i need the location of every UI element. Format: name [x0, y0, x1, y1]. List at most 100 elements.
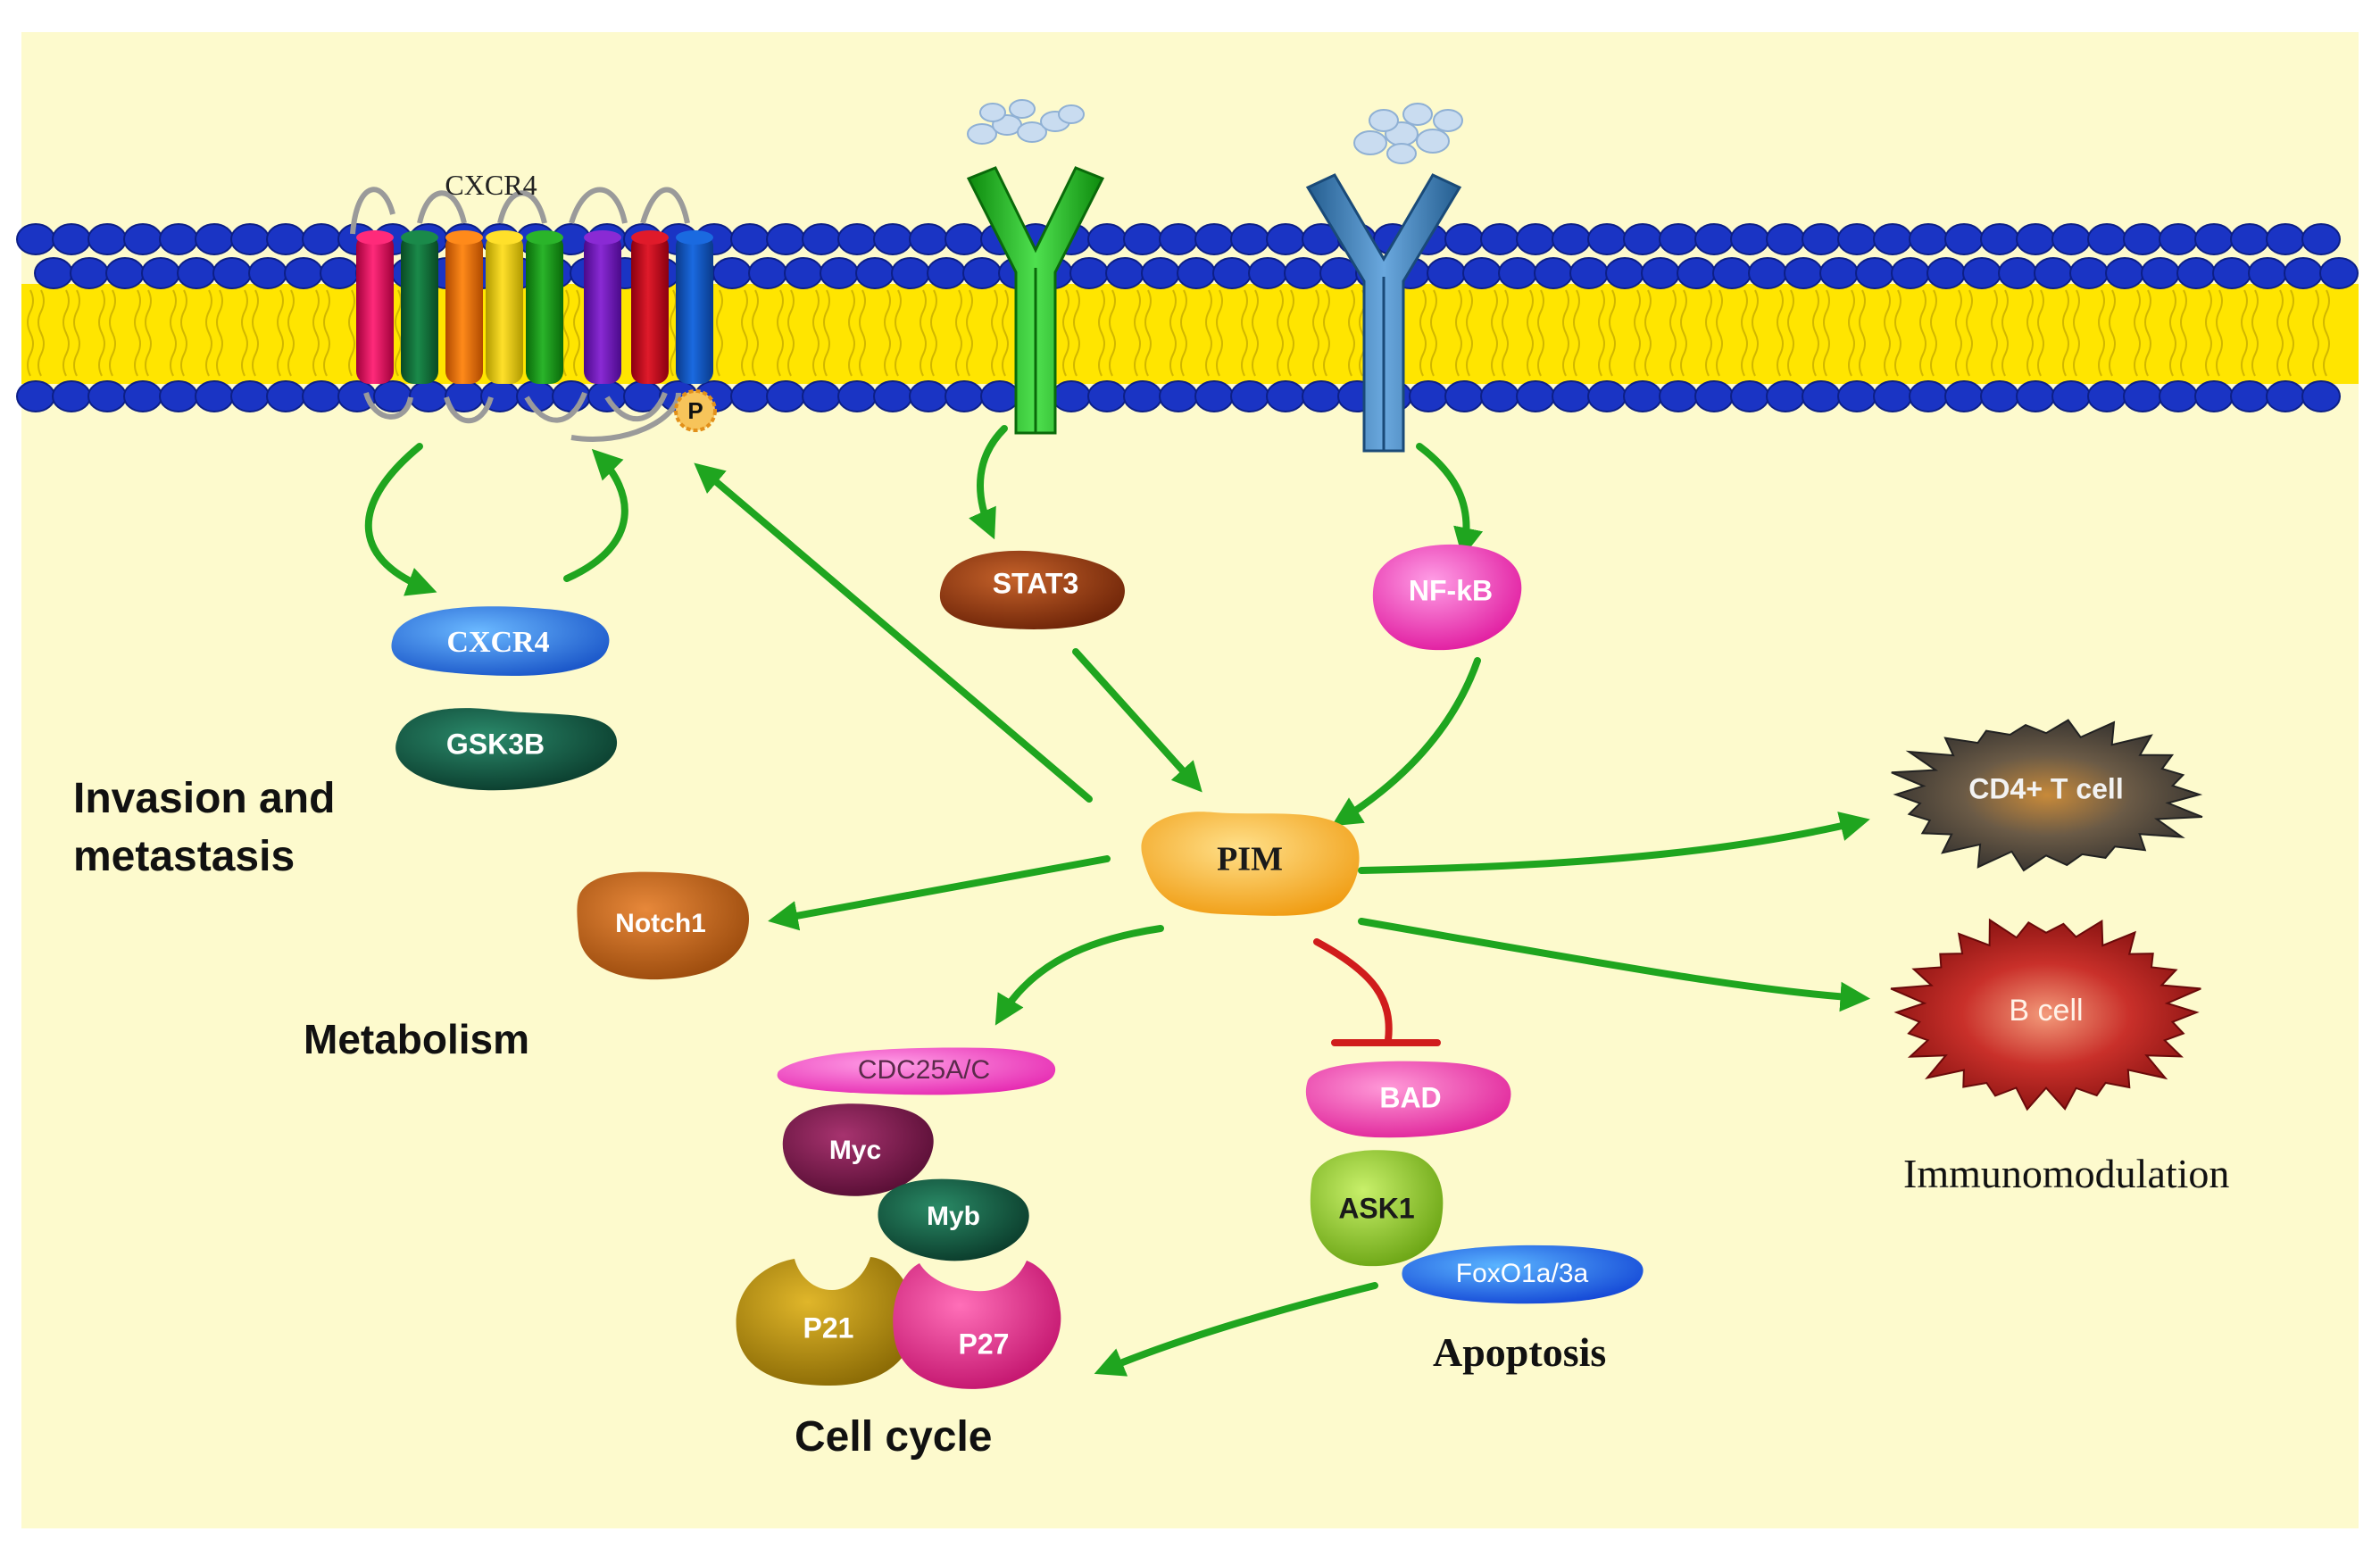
- lipid-head: [784, 257, 823, 289]
- lipid-head: [2159, 223, 2198, 255]
- node-myb: Myb: [878, 1178, 1029, 1261]
- lipid-tail: [1169, 289, 1177, 377]
- lipid-tail: [1991, 289, 1998, 377]
- lipid-head: [1159, 223, 1198, 255]
- lipid-tail: [1848, 289, 1855, 377]
- receptor-green-icon: [966, 166, 1105, 435]
- lipid-tail: [62, 289, 70, 377]
- lipid-head: [302, 223, 341, 255]
- arrow-receptor-to-nfkb: [1416, 443, 1484, 558]
- lipid-head: [1587, 223, 1627, 255]
- lipid-tail: [1430, 289, 1437, 377]
- lipid-tail: [2098, 289, 2105, 377]
- lipid-head: [1177, 257, 1216, 289]
- lipid-tail: [1073, 289, 1080, 377]
- lipid-tail: [73, 289, 80, 377]
- lipid-head: [1659, 223, 1698, 255]
- lipid-head: [1462, 257, 1502, 289]
- lipid-tail: [1812, 289, 1819, 377]
- lipid-head: [1730, 380, 1769, 412]
- lipid-head: [1998, 257, 2037, 289]
- lipid-head: [1694, 380, 1734, 412]
- lipid-head: [927, 257, 966, 289]
- lipid-head: [52, 380, 91, 412]
- lipid-head: [2284, 257, 2323, 289]
- lipid-head: [212, 257, 252, 289]
- lipid-tail: [1134, 289, 1141, 377]
- lipid-tail: [1716, 289, 1723, 377]
- lipid-head: [1516, 223, 1555, 255]
- lipid-head: [1409, 380, 1448, 412]
- node-cd4-label: CD4+ T cell: [1968, 772, 2123, 804]
- lipid-tail: [1466, 289, 1473, 377]
- lipid-tail: [1787, 289, 1794, 377]
- node-ask1-label: ASK1: [1338, 1192, 1414, 1224]
- lipid-tail: [573, 289, 580, 377]
- lipid-tail: [2323, 289, 2330, 377]
- lipid-tail: [2026, 289, 2034, 377]
- lipid-tail: [1062, 289, 1069, 377]
- node-foxo: FoxO1a/3a: [1402, 1245, 1644, 1304]
- lipid-head: [2087, 380, 2126, 412]
- cxcr4-helix: [631, 234, 669, 384]
- lipid-tail: [955, 289, 962, 377]
- cxcr4-helix: [401, 234, 438, 384]
- cxcr4-helix: [356, 234, 394, 384]
- lipid-head: [2069, 257, 2109, 289]
- lipid-tail: [787, 289, 795, 377]
- inhibition-icon: [1313, 938, 1441, 1046]
- lipid-tail: [752, 289, 759, 377]
- lipid-head: [1784, 257, 1823, 289]
- lipid-head: [1248, 257, 1287, 289]
- lipid-head: [2123, 223, 2162, 255]
- lipid-tail: [2073, 289, 2080, 377]
- lipid-tail: [1252, 289, 1259, 377]
- lipid-tail: [109, 289, 116, 377]
- node-cxcr4: CXCR4: [391, 606, 610, 676]
- lipid-head: [1641, 257, 1680, 289]
- cxcr4-helix-cap: [676, 230, 713, 245]
- lipid-tail: [1919, 289, 1926, 377]
- lipid-head: [855, 257, 895, 289]
- arrow-pim-to-cd4: [1358, 812, 1870, 874]
- lipid-tail: [2037, 289, 2044, 377]
- lipid-tail: [1823, 289, 1830, 377]
- lipid-head: [2230, 223, 2269, 255]
- lipid-tail: [1109, 289, 1116, 377]
- arrow-nfkb-to-pim: [1331, 657, 1481, 827]
- lipid-head: [2194, 380, 2234, 412]
- lipid-tail: [1180, 289, 1187, 377]
- lipid-tail: [670, 289, 677, 377]
- lipid-head: [52, 223, 91, 255]
- node-ask1: ASK1: [1310, 1150, 1444, 1267]
- lipid-head: [1552, 380, 1591, 412]
- lipid-tail: [27, 289, 34, 377]
- lipid-head: [2123, 380, 2162, 412]
- lipid-head: [16, 380, 55, 412]
- lipid-tail: [2169, 289, 2176, 377]
- lipid-tail: [1573, 289, 1580, 377]
- lipid-head: [962, 257, 1002, 289]
- lipid-tail: [966, 289, 973, 377]
- arrow-apoptosis-to-cellcycle: [1094, 1282, 1378, 1377]
- arrow-membrane-to-cxcr4: [364, 443, 437, 596]
- lipid-head: [1302, 380, 1341, 412]
- lipid-head: [587, 380, 627, 412]
- lipid-tail: [1930, 289, 1937, 377]
- lipid-head: [1069, 257, 1109, 289]
- lipid-head: [1819, 257, 1859, 289]
- cd4-t-cell-icon: CD4+ T cell: [1891, 719, 2203, 872]
- lipid-head: [1623, 380, 1662, 412]
- lipid-head: [230, 380, 270, 412]
- phospho-label: P: [687, 397, 703, 424]
- lipid-tail: [716, 289, 723, 377]
- lipid-head: [1802, 380, 1841, 412]
- lipid-tail: [895, 289, 902, 377]
- lipid-tail: [323, 289, 330, 377]
- lipid-head: [730, 380, 770, 412]
- cxcr4-helix: [676, 234, 713, 384]
- lipid-head: [1516, 380, 1555, 412]
- node-p27: P27: [893, 1261, 1061, 1389]
- lipid-tail: [1348, 289, 1355, 377]
- lipid-head: [87, 223, 127, 255]
